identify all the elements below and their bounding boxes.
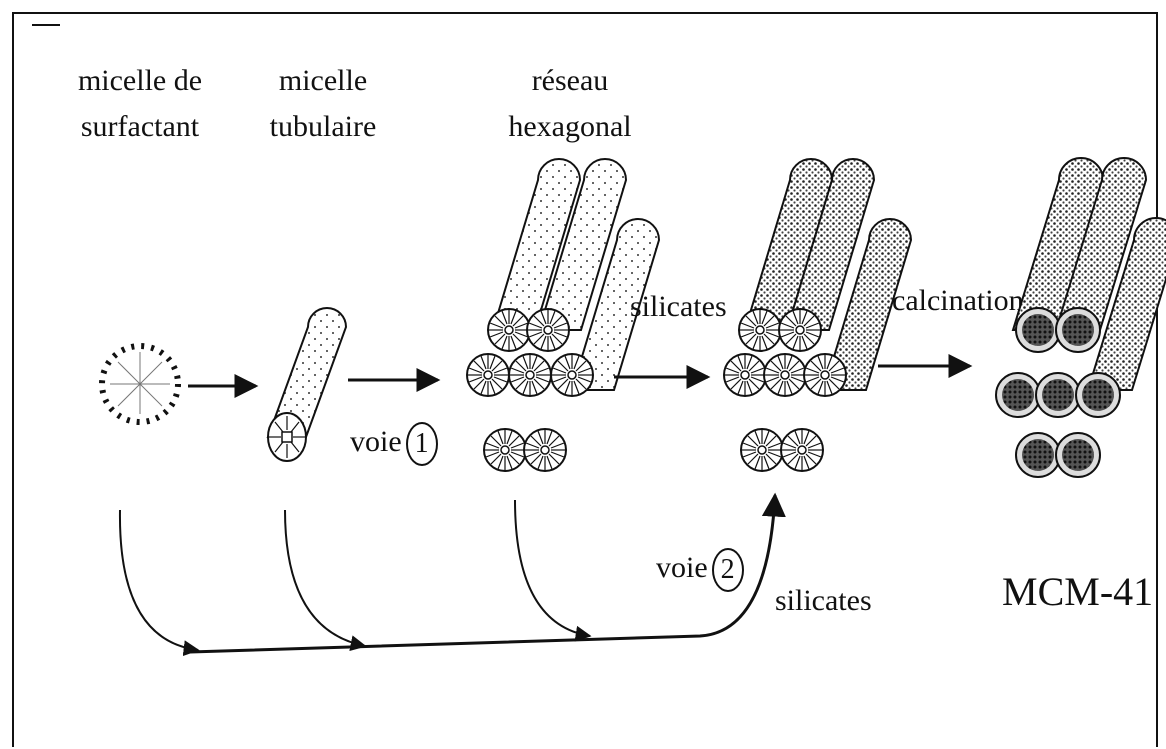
curve-from-tubulaire [285,510,365,646]
route-2-lines [120,495,775,652]
curve-from-micelle [120,510,198,650]
mcm41-structure-icon [996,158,1166,477]
curve-from-hexagonal [515,500,590,636]
silicate-coated-array-icon [724,159,911,471]
hexagonal-array-icon [467,159,659,471]
micelle-tubulaire-icon [268,308,346,461]
micelle-surfactant-icon [102,346,178,422]
route-2-main-line [190,495,775,652]
